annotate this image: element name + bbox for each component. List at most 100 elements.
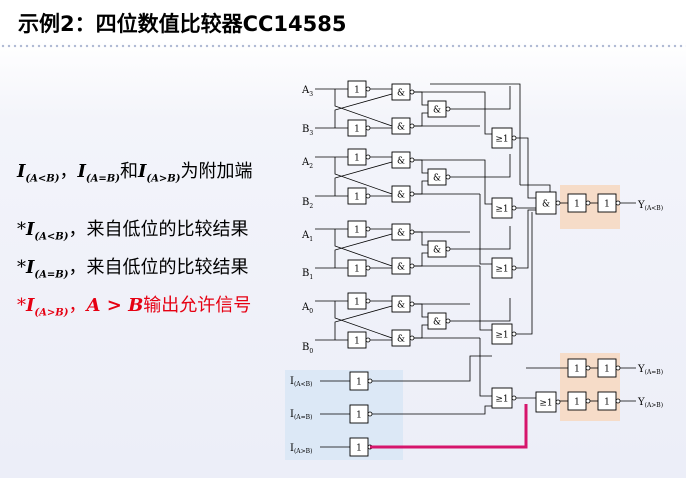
i-eq-symbol: I xyxy=(77,161,86,182)
svg-text:1: 1 xyxy=(574,398,580,408)
wire xyxy=(414,252,428,267)
svg-text:1: 1 xyxy=(354,86,360,96)
i-lt-subscript: (A<B) xyxy=(25,173,60,185)
i-symbol: I xyxy=(26,257,35,278)
wire xyxy=(479,338,492,397)
wire xyxy=(414,159,428,174)
wire xyxy=(470,159,492,205)
input-i-lt: I(A<B) xyxy=(290,376,312,388)
wires xyxy=(315,83,636,448)
and-word: 和 xyxy=(119,161,138,182)
svg-text:&: & xyxy=(397,229,405,239)
star-marker: * xyxy=(17,295,26,316)
svg-text:1: 1 xyxy=(354,226,360,236)
svg-text:≥1: ≥1 xyxy=(495,331,508,341)
input-a2: A2 xyxy=(301,157,313,170)
a-gt-b-expression: A > B xyxy=(86,295,144,316)
svg-text:1: 1 xyxy=(354,298,360,308)
svg-text:&: & xyxy=(433,106,441,116)
additional-inputs-highlight xyxy=(285,370,403,460)
wire xyxy=(372,355,492,382)
not-gate: 1 xyxy=(347,119,371,137)
wire xyxy=(414,180,428,195)
wire xyxy=(414,91,428,106)
wire xyxy=(414,303,428,318)
star-marker: * xyxy=(17,257,26,278)
output-y-gt: Y(A>B) xyxy=(637,397,663,409)
input-b1: B1 xyxy=(302,268,313,281)
and-gate: & xyxy=(427,240,451,258)
svg-text:1: 1 xyxy=(574,200,580,210)
cross-wire xyxy=(334,157,393,195)
not-gate: 1 xyxy=(347,80,371,98)
svg-text:&: & xyxy=(397,157,405,167)
svg-text:1: 1 xyxy=(354,265,360,275)
i-gt-symbol: I xyxy=(137,161,147,182)
input-a3: A3 xyxy=(301,85,313,98)
bullet-text: 输出允许信号 xyxy=(143,295,252,316)
and-gate: & xyxy=(391,185,415,203)
bullet-line-3: *I(A=B)，来自低位的比较结果 xyxy=(17,253,248,281)
separator: ， xyxy=(59,161,78,182)
or-gate: ≥1 xyxy=(491,257,517,279)
svg-text:&: & xyxy=(397,301,405,311)
svg-text:≥1: ≥1 xyxy=(539,399,552,409)
input-i-gt: I(A>B) xyxy=(290,443,312,455)
svg-text:1: 1 xyxy=(604,200,610,210)
svg-text:1: 1 xyxy=(356,444,362,454)
input-i-eq: I(A=B) xyxy=(290,409,312,421)
cross-wire xyxy=(334,305,393,340)
not-gate: 1 xyxy=(567,391,591,411)
svg-text:≥1: ≥1 xyxy=(495,265,508,275)
title-divider-dots xyxy=(0,44,686,48)
or-gate: ≥1 xyxy=(491,323,517,345)
wire xyxy=(414,112,428,127)
svg-text:1: 1 xyxy=(604,365,610,375)
input-labels: A3 B3 A2 B2 A1 B1 A0 B0 I(A<B) I(A=B) I(… xyxy=(290,85,313,455)
svg-text:&: & xyxy=(397,123,405,133)
not-gate: 1 xyxy=(349,371,373,391)
and-gate: & xyxy=(427,100,451,118)
wire xyxy=(479,194,492,265)
slide-title: 示例2：四位数值比较器CC14585 xyxy=(18,12,347,36)
wire xyxy=(414,231,428,246)
i-gt-subscript: (A>B) xyxy=(146,173,181,185)
svg-text:1: 1 xyxy=(574,365,580,375)
svg-text:&: & xyxy=(433,246,441,256)
not-gate: 1 xyxy=(347,292,371,310)
output-y-eq: Y(A=B) xyxy=(637,364,663,376)
svg-text:&: & xyxy=(397,191,405,201)
svg-text:&: & xyxy=(433,174,441,184)
and-gate: & xyxy=(391,257,415,275)
bullet-text: 为附加端 xyxy=(180,161,253,182)
svg-text:≥1: ≥1 xyxy=(495,205,508,215)
and-gate: & xyxy=(427,312,451,330)
svg-text:&: & xyxy=(542,200,550,210)
not-gate: 1 xyxy=(597,193,621,213)
or-gate: ≥1 xyxy=(491,197,517,219)
cross-wire xyxy=(334,161,393,196)
i-lt-symbol: I xyxy=(17,161,26,182)
svg-text:1: 1 xyxy=(356,378,362,388)
svg-text:&: & xyxy=(433,318,441,328)
wire xyxy=(520,184,551,192)
cross-wire xyxy=(334,89,393,127)
not-gate: 1 xyxy=(567,358,591,378)
i-subscript: (A>B) xyxy=(34,307,69,319)
and-gate: & xyxy=(391,83,415,101)
svg-text:1: 1 xyxy=(354,193,360,203)
cross-wire xyxy=(334,301,393,339)
wire xyxy=(516,209,536,269)
svg-text:1: 1 xyxy=(604,398,610,408)
svg-text:&: & xyxy=(397,335,405,345)
svg-text:1: 1 xyxy=(356,411,362,421)
bus-wire xyxy=(448,86,511,110)
input-b2: B2 xyxy=(302,197,313,210)
not-gate: 1 xyxy=(347,220,371,238)
output-y-lt: Y(A<B) xyxy=(637,200,663,212)
star-marker: * xyxy=(17,219,26,240)
i-subscript: (A<B) xyxy=(34,231,69,243)
and-gate: & xyxy=(391,117,415,135)
svg-text:≥1: ≥1 xyxy=(495,395,508,405)
